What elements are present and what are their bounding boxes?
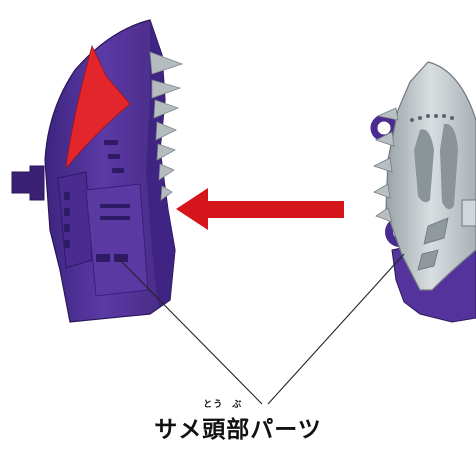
caption: とう ぶ サメ頭部パーツ	[0, 400, 476, 444]
caption-label: とう ぶ サメ頭部パーツ	[154, 400, 322, 444]
left-arrow-icon	[176, 188, 344, 230]
furigana-to: とう	[203, 400, 224, 410]
purple-shark-head-part	[11, 19, 184, 323]
furigana-bu: ぶ	[232, 400, 243, 410]
silver-shark-head-part	[370, 61, 476, 323]
caption-text: サメ頭部パーツ	[154, 417, 322, 443]
leader-lines	[117, 253, 405, 405]
red-stripe	[65, 44, 131, 170]
teeth	[149, 51, 184, 201]
